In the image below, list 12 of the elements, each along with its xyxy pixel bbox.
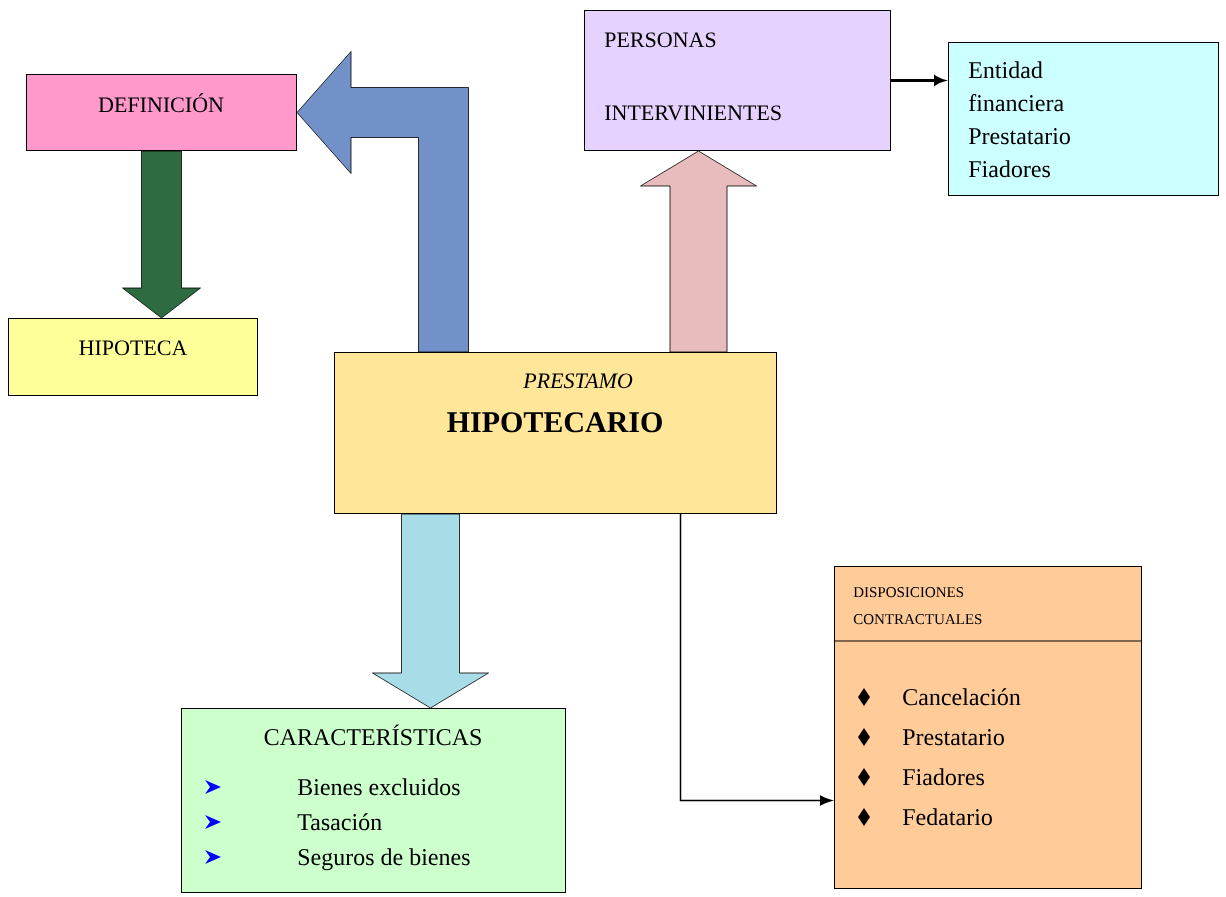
block-arrow [640, 150, 757, 353]
term-box: HIPOTECA [8, 318, 258, 396]
list-box: Entidad financiera Prestatario Fiadores [948, 42, 1219, 196]
definition-box: DEFINICIÓN [26, 74, 297, 151]
block-arrow [296, 51, 469, 353]
block-arrow [122, 150, 201, 319]
list-box: DISPOSICIONES CONTRACTUALES Cancelación Prestatario Fiadores Fedatario [833, 566, 1142, 889]
main-box: PRESTAMO HIPOTECARIO [334, 352, 777, 514]
arrow [679, 513, 832, 806]
participants-box: PERSONAS INTERVINIENTES [584, 10, 891, 151]
block-arrow [372, 513, 489, 709]
list-box: CARACTERÍSTICAS Bienes excluidos Tasación Seguros de bienes [181, 708, 566, 893]
